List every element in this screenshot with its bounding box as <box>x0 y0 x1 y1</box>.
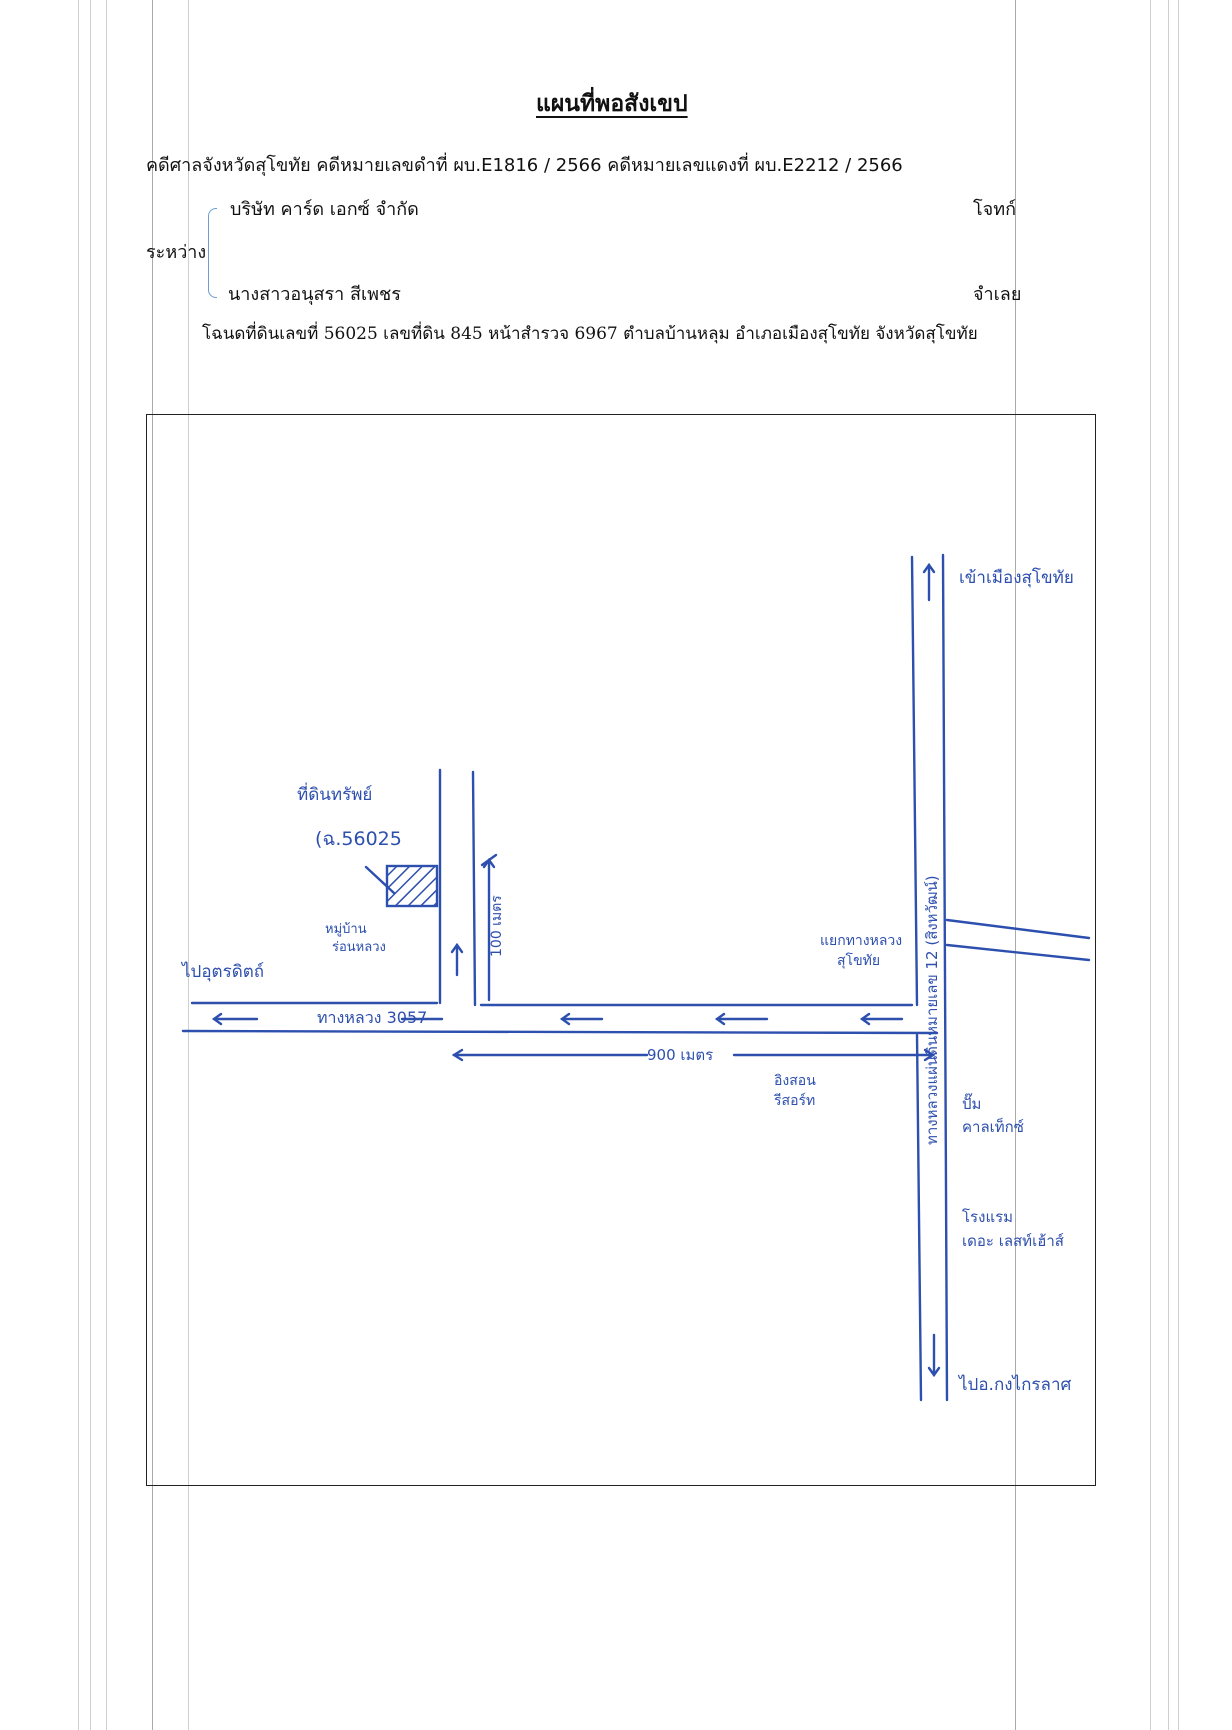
land-note-2: ร่อนหลวง <box>332 940 386 955</box>
resort-label-2: รีสอร์ท <box>774 1092 816 1109</box>
defendant-role: จำเลย <box>973 284 1022 305</box>
scan-artifact <box>152 0 153 1730</box>
hotel-label-1: โรงแรม <box>962 1208 1013 1226</box>
highway-left-edge <box>910 555 919 1007</box>
scan-artifact <box>90 0 91 1730</box>
highway-label: ทางหลวงแผ่นดินหมายเลข 12 (สิงหวัฒน์) <box>923 875 941 1145</box>
junction-label-1: แยกทางหลวง <box>820 933 902 949</box>
east-branch-top <box>945 918 1091 940</box>
short-distance-label: 100 เมตร <box>489 895 505 957</box>
highway-right-edge <box>941 553 949 1402</box>
deed-details-line: โฉนดที่ดินเลขที่ 56025 เลขที่ดิน 845 หน้… <box>202 324 978 344</box>
between-label: ระหว่าง <box>146 242 207 263</box>
property-label-1: ที่ดินทรัพย์ <box>297 782 372 805</box>
hotel-label-2: เดอะ เลสท์เฮ้าส์ <box>962 1232 1064 1250</box>
distance-label: 900 เมตร <box>647 1046 713 1064</box>
sketch-map-frame: ที่ดินทรัพย์ (ฉ.56025 หมู่บ้าน ร่อนหลวง … <box>146 414 1096 1486</box>
scan-artifact <box>1015 0 1016 1730</box>
main-road-label: ทางหลวง 3057 <box>317 1008 427 1027</box>
pump-label-1: ปั๊ม <box>962 1093 981 1113</box>
resort-label-1: อิงสอน <box>774 1073 816 1089</box>
side-road-right-edge <box>471 770 477 1007</box>
to-city-label: เข้าเมืองสุโขทัย <box>959 567 1074 588</box>
to-bottom-label: ไปอ.กงไกรลาศ <box>957 1374 1071 1395</box>
scan-artifact <box>188 0 189 1730</box>
party-bracket <box>208 208 217 298</box>
scan-artifact <box>1150 0 1151 1730</box>
junction-label-2: สุโขทัย <box>837 952 880 969</box>
scan-artifact <box>1168 0 1169 1730</box>
scan-artifact <box>106 0 107 1730</box>
scan-artifact <box>78 0 79 1730</box>
highway-left-edge-south <box>915 1033 923 1402</box>
page-title: แผนที่พอสังเขป <box>536 90 688 117</box>
pump-label-2: คาลเท็กซ์ <box>962 1117 1024 1136</box>
scan-artifact <box>1178 0 1179 1730</box>
sketch-map: ที่ดินทรัพย์ (ฉ.56025 หมู่บ้าน ร่อนหลวง … <box>180 553 1091 1402</box>
plaintiff-role: โจทก์ <box>973 199 1016 220</box>
main-road-bottom-edge <box>181 1029 939 1035</box>
property-parcel <box>385 864 439 908</box>
case-number-line: คดีศาลจังหวัดสุโขทัย คดีหมายเลขดำที่ ผบ.… <box>146 155 903 176</box>
east-branch-bottom <box>945 943 1091 962</box>
plaintiff-name: บริษัท คาร์ด เอกซ์ จำกัด <box>230 199 419 220</box>
land-note-1: หมู่บ้าน <box>325 922 367 937</box>
property-label-2: (ฉ.56025 <box>315 828 402 850</box>
to-left-label: ไปอุตรดิตถ์ <box>180 961 264 982</box>
defendant-name: นางสาวอนุสรา สีเพชร <box>228 284 401 305</box>
